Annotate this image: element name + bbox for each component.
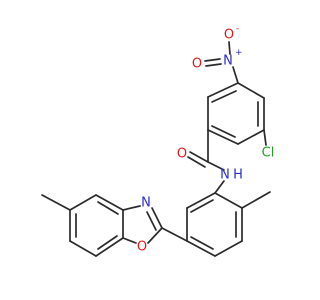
charge-minus: -: [236, 24, 239, 34]
structure-drawing: O - N + O O Cl N H N O: [41, 24, 274, 257]
bond-c-o-a: [189, 151, 209, 163]
atom-o-carbonyl: O: [177, 147, 187, 162]
atom-cl: Cl: [262, 146, 275, 161]
bond-n-ring: [232, 66, 239, 84]
bond-c3a-c4: [95, 194, 124, 211]
atom-o-nitro-top: O: [224, 28, 234, 43]
bond-n3-c3a: [122, 205, 141, 211]
bond-o1-c7a: [122, 237, 137, 244]
bond-n-o-left-a: [204, 58, 221, 62]
bond-c-n: [207, 161, 225, 171]
bond-skeleton: [41, 41, 271, 257]
bond-ring-b-6: [186, 192, 216, 209]
bond-ring-b-1: [214, 192, 243, 209]
bond-c4-c5: [69, 194, 97, 211]
bond-n-o-left-b: [205, 63, 222, 67]
bond-c-cl: [263, 129, 267, 146]
bond-c-o-b: [187, 156, 206, 168]
bond-ring-a-1-inner: [211, 90, 237, 103]
bond-ring-a-5: [207, 129, 239, 145]
bond-c2-n3-b: [146, 211, 157, 231]
bond-ring-b-c2: [161, 227, 188, 242]
atom-n-amide: N: [220, 168, 230, 183]
atom-n-nitro: N: [223, 54, 233, 69]
bond-c3a-c4-inner: [97, 201, 119, 215]
bond-c2-o1: [147, 227, 163, 244]
charge-plus: +: [235, 48, 243, 58]
bond-ring-b-3: [214, 240, 243, 257]
bond-ring-a-2: [237, 82, 265, 99]
atom-labels: O - N + O O Cl N H N O: [137, 24, 274, 255]
bond-ring-a-1: [207, 82, 239, 98]
bond-ring-b-6-inner: [190, 199, 214, 213]
atom-o-oxazole: O: [137, 240, 147, 255]
bond-c6-c7: [69, 240, 97, 257]
atom-o-nitro-left: O: [192, 57, 202, 72]
bond-n-o-top: [228, 41, 231, 55]
bond-ring-b-4-inner: [190, 236, 214, 250]
bond-n-ring-b: [214, 180, 225, 194]
bond-ring-a-5-inner: [211, 125, 236, 138]
atom-n-oxazole: N: [141, 196, 151, 211]
bond-c7-c7a-inner: [97, 235, 118, 250]
bond-ring-b-4: [186, 240, 216, 257]
atom-h-amide: H: [233, 168, 243, 183]
bond-methyl-b: [241, 191, 271, 209]
bond-c7-c7a: [95, 237, 124, 257]
bond-c2-n3-a: [151, 207, 163, 229]
bond-methyl-a: [41, 194, 71, 211]
molecule-diagram: O - N + O O Cl N H N O: [41, 24, 274, 257]
bond-ring-a-4: [237, 129, 265, 145]
